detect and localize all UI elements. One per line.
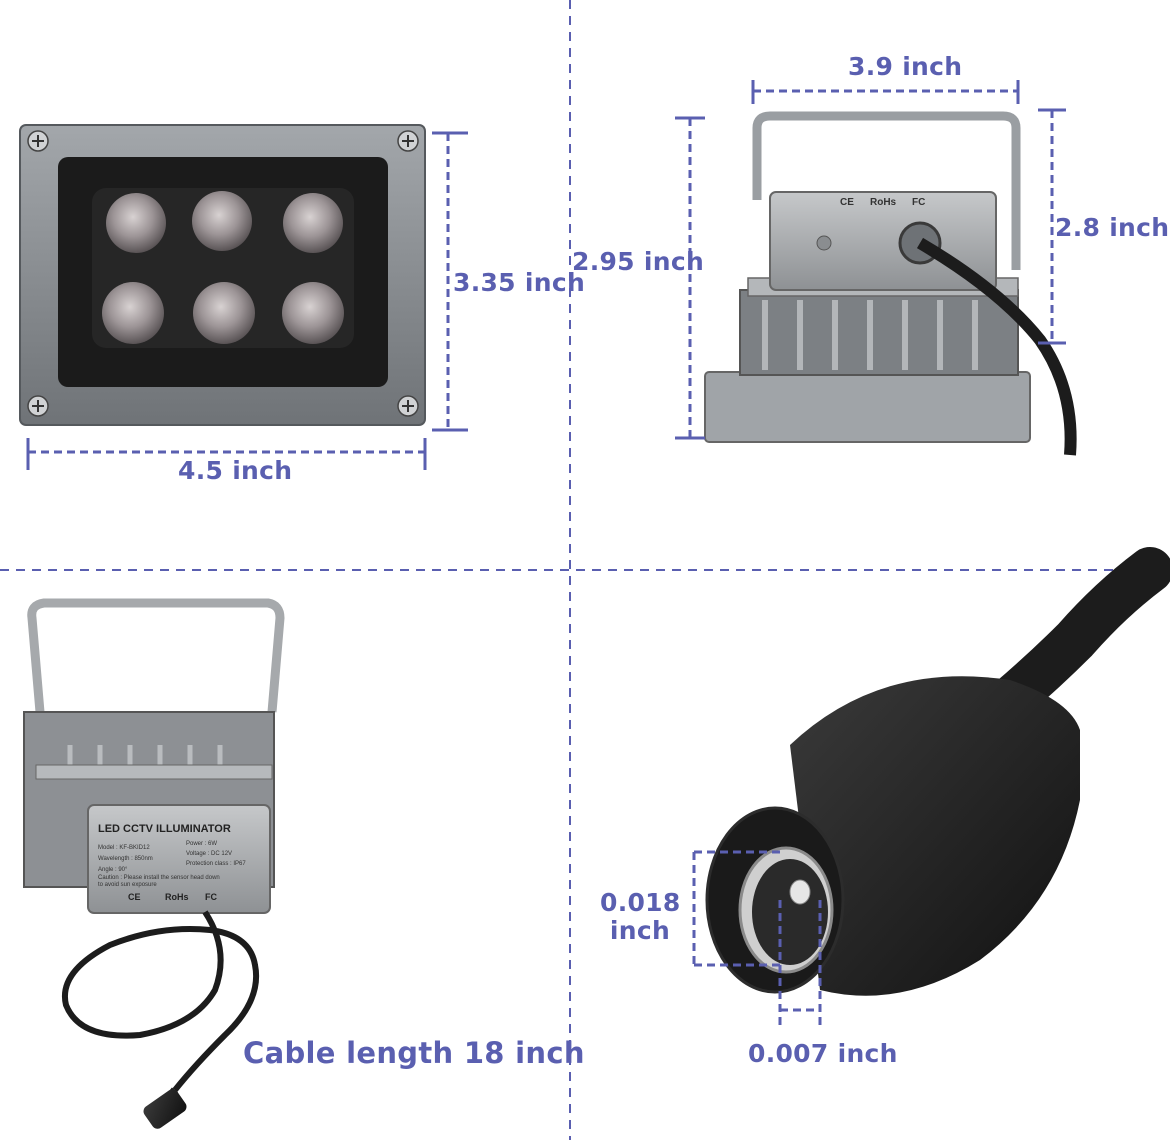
led-3	[283, 193, 343, 253]
side-mark-fc: FC	[912, 197, 925, 208]
heat-sink	[739, 289, 1019, 376]
plate-line-caution2: to avoid sun exposure	[98, 882, 157, 888]
plate-line-model: Model : KF-BKID12	[98, 845, 150, 851]
mounting-bracket	[752, 111, 1021, 270]
connector-cable	[987, 547, 1170, 723]
front-width-label: 4.5 inch	[178, 456, 293, 485]
led-1	[106, 193, 166, 253]
plate-mark-ce: CE	[128, 892, 141, 902]
dc-plug-small	[143, 1089, 187, 1129]
connector-outer-label-line2: inch	[609, 916, 671, 945]
led-5	[193, 282, 255, 344]
connector-pin	[789, 879, 811, 905]
base-plate	[704, 371, 1031, 443]
side-top-width-label: 3.9 inch	[848, 52, 963, 81]
front-height-label: 3.35 inch	[453, 268, 586, 297]
side-dimension-lines	[675, 80, 1066, 440]
side-mark-ce: CE	[840, 197, 854, 208]
led-2	[192, 191, 252, 251]
connector-inner-label: 0.007 inch	[748, 1039, 898, 1068]
plate-line-protection: Protection class : IP67	[186, 861, 246, 867]
label-box	[87, 804, 271, 914]
connector-body	[790, 676, 1080, 996]
plate-mark-rohs: RoHs	[165, 892, 189, 902]
side-left-height-label: 2.95 inch	[572, 247, 705, 276]
front-view-illuminator	[19, 124, 426, 426]
side-cable	[916, 237, 1077, 456]
plate-line-power: Power : 6W	[186, 841, 217, 847]
plate-line-wavelength: Wavelength : 850nm	[98, 856, 153, 862]
led-array	[102, 191, 344, 344]
side-view-illuminator: CE RoHs FC	[704, 111, 1077, 456]
plate-title: LED CCTV ILLUMINATOR	[98, 823, 231, 835]
plate-line-voltage: Voltage : DC 12V	[186, 851, 232, 857]
back-cable-coil	[62, 910, 260, 1092]
connector-socket	[752, 859, 828, 965]
back-view-illuminator: LED CCTV ILLUMINATOR Model : KF-BKID12 P…	[23, 598, 285, 1129]
connector-outer-label-line1: 0.018	[600, 888, 681, 917]
driver-box	[769, 191, 997, 291]
plate-mark-fc: FC	[205, 892, 217, 902]
led-4	[102, 282, 164, 344]
plate-line-caution: Caution : Please install the sensor head…	[98, 875, 220, 881]
connector-dimension-lines	[692, 850, 822, 1025]
connector-closeup	[705, 547, 1170, 996]
side-mark-rohs: RoHs	[870, 197, 897, 208]
plate-line-angle: Angle : 90°	[98, 867, 128, 873]
led-6	[282, 282, 344, 344]
side-right-height-label: 2.8 inch	[1055, 213, 1170, 242]
front-dimension-lines	[26, 131, 468, 470]
cable-length-label: Cable length 18 inch	[243, 1036, 585, 1070]
back-bracket	[27, 598, 285, 713]
